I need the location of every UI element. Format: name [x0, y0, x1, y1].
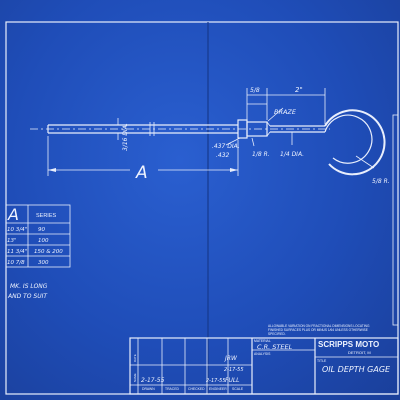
tolerance-note-line-2: FINISHED SURFACES PLUS OR MINUS 1/64 UNL…: [268, 328, 368, 332]
tb-col-label-checked: CHECKED: [188, 387, 205, 391]
series-row-1-a: 10 3/4": [7, 227, 27, 233]
title-block-frame: [129, 337, 399, 395]
tb-material-value: C.R. STEEL: [257, 343, 293, 351]
tb-company-city: DETROIT, M: [348, 350, 371, 355]
tb-side-label-name: NAME: [133, 373, 137, 382]
tb-col-label-engineer: ENGINEER: [209, 387, 227, 391]
tb-title-value: OIL DEPTH GAGE: [322, 365, 391, 374]
hook-radius-leader: [355, 155, 375, 169]
series-row-2-series: 100: [38, 238, 49, 244]
collar-dia-leader: [225, 137, 241, 146]
arrow-a-right: [230, 168, 238, 172]
hook-outer: [324, 109, 386, 176]
tb-company-name: SCRIPPS MOTO: [318, 340, 379, 349]
tb-analysis-label: ANALYSIS: [254, 352, 271, 356]
series-row-4-series: 300: [38, 260, 49, 266]
series-col-a-header: A: [7, 205, 19, 224]
braze-sleeve: [246, 121, 268, 137]
tb-engineer-date: 2-17-55: [206, 378, 226, 384]
tb-col-label-scale: SCALE: [232, 387, 244, 391]
tb-material-label: MATERIAL: [254, 339, 271, 343]
collar-dia-label-b: .432: [216, 152, 230, 159]
hook-inner: [324, 114, 373, 164]
series-row-3-a: 11 3/4": [7, 249, 27, 255]
collar-dia-label-a: .437 DIA.: [212, 143, 240, 150]
arrow-a-left: [48, 168, 56, 172]
braze-leader: [267, 107, 284, 122]
tb-col-label-drawn: DRAWN: [142, 387, 155, 391]
series-table-frame: [5, 204, 71, 268]
shaft-dia-label: 3/16 DIA.: [122, 123, 129, 151]
tb-side-label-date: DATE: [133, 354, 137, 362]
tolerance-note-line-3: SPECIFIED.: [268, 332, 286, 336]
tb-check-date: 2-17-55: [224, 367, 244, 373]
tb-title-label: TITLE: [317, 359, 327, 363]
series-row-1-series: 90: [38, 227, 45, 233]
length-a-label: A: [135, 163, 148, 183]
series-col-series-header: SERIES: [36, 213, 57, 219]
note-line-2: AND TO SUIT: [7, 293, 48, 300]
series-table: [5, 204, 71, 268]
hook-radius-label: 5/8 R.: [372, 178, 390, 185]
tolerance-note-line-1: ALLOWABLE VARIATION ON FRACTIONAL DIMENS…: [268, 324, 370, 328]
dim-five-eighths-top: 5/8: [250, 87, 260, 94]
sleeve-chamfer-top: [266, 121, 271, 127]
series-row-2-a: 13": [7, 238, 17, 244]
sleeve-chamfer-bottom: [266, 131, 271, 137]
radius-leader-1: [251, 137, 255, 147]
right-edge-panel: [392, 114, 399, 326]
braze-label: BRAZE: [274, 108, 297, 116]
tb-col-label-traced: TRACED: [165, 387, 179, 391]
series-row-4-a: 10 7/8: [7, 260, 25, 266]
title-block: [129, 337, 399, 395]
note-line-1: MK. IS LONG: [10, 283, 48, 290]
dim-two-inch: 2": [295, 86, 303, 94]
end-dia-label: 1/4 DIA.: [280, 151, 304, 158]
tb-drawn-date: 2-17-55: [141, 377, 165, 384]
series-row-3-series: 150 & 200: [34, 249, 63, 255]
tb-scale-value: FULL: [225, 377, 240, 384]
radius-small-label: 1/8 R.: [252, 151, 270, 158]
tb-initials: JRW: [224, 355, 238, 362]
